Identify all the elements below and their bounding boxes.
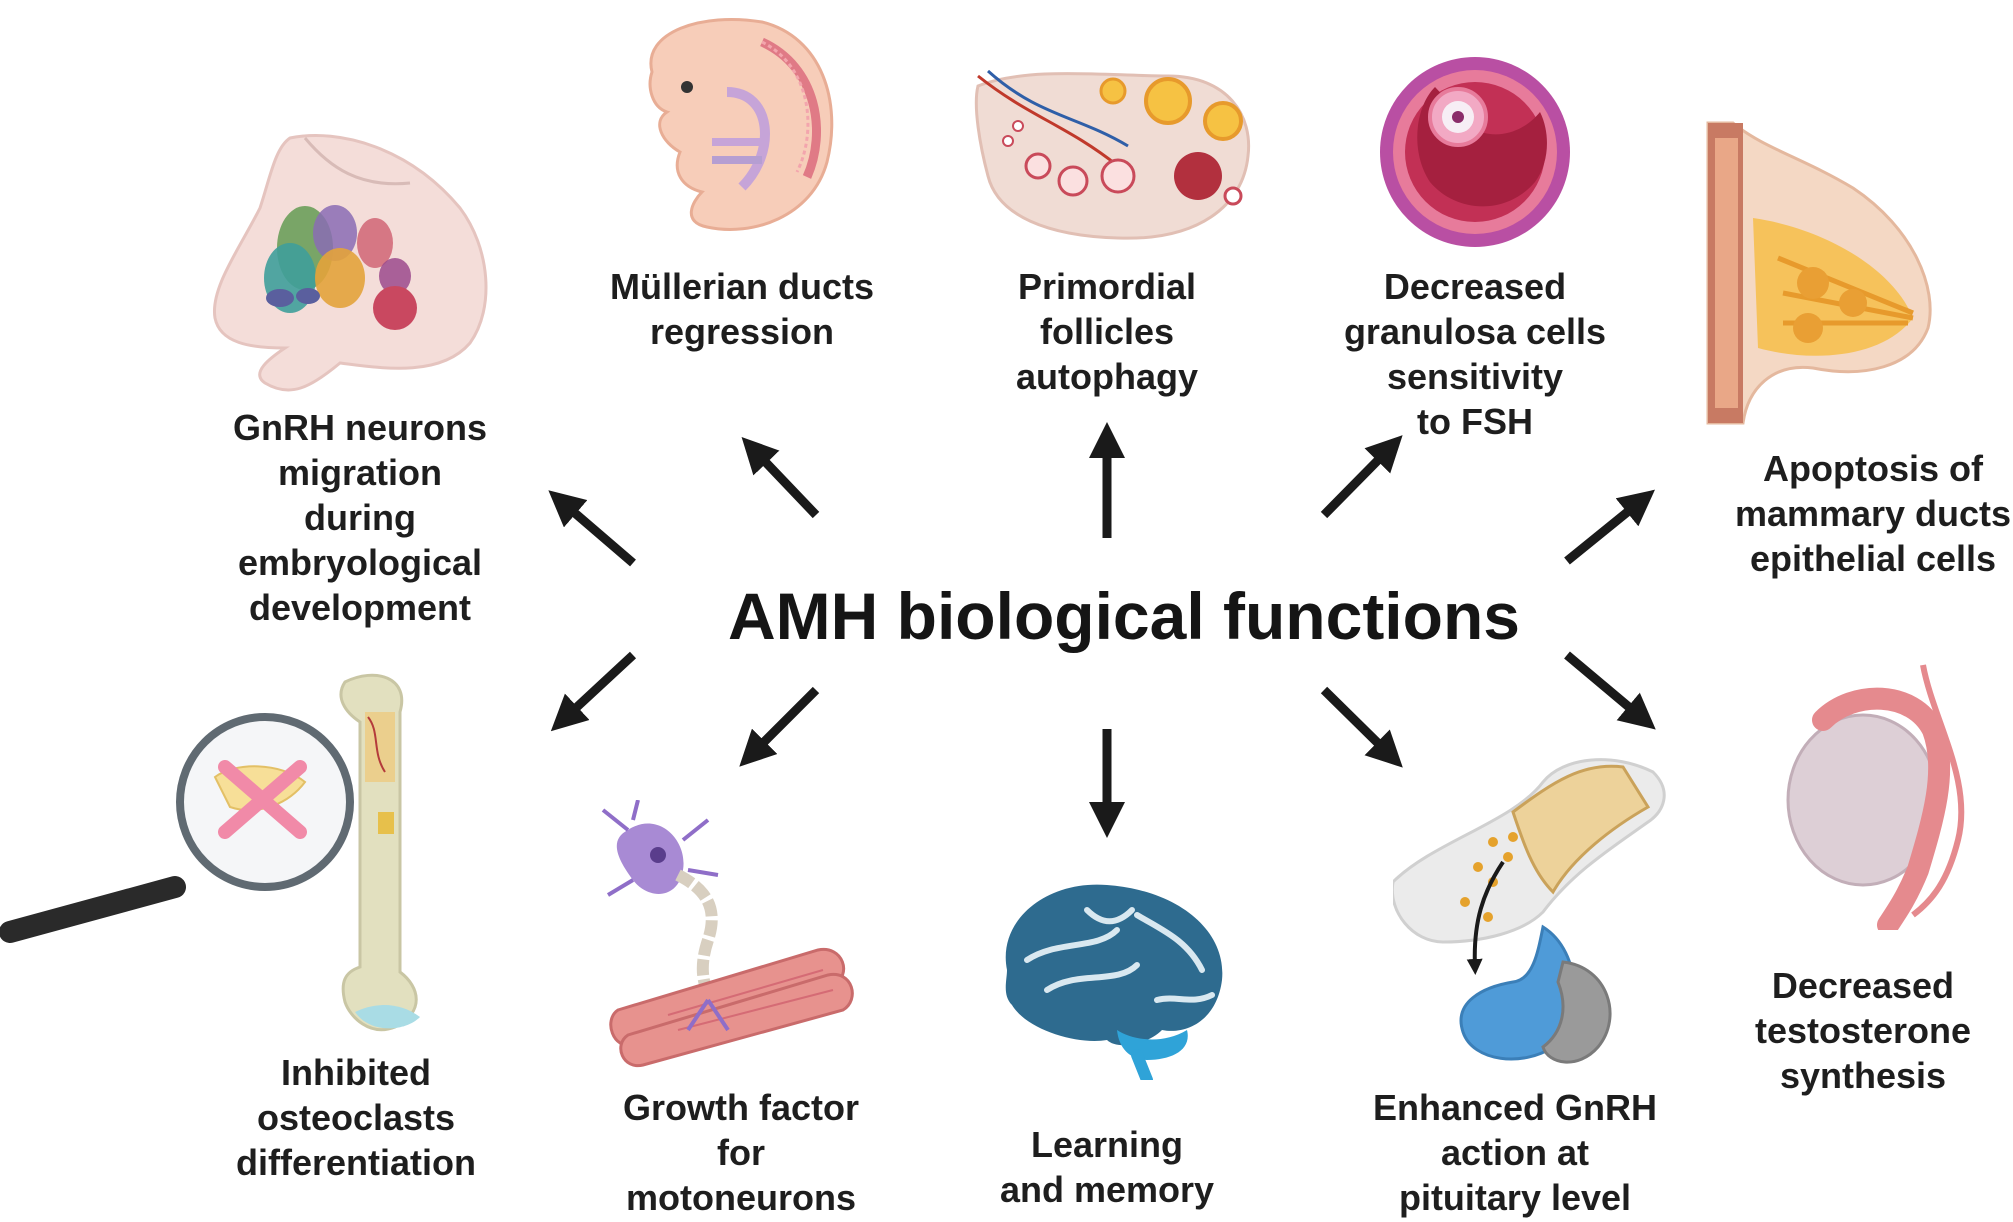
arrow-pituitary [1320, 686, 1403, 768]
ovary-icon [974, 69, 1251, 240]
arrow-osteoclast [550, 651, 637, 732]
label-granulosa: Decreased granulosa cells sensitivity to… [1343, 266, 1607, 442]
embryo-icon [648, 17, 834, 231]
arrow-testosterone [1564, 651, 1656, 730]
motor-neuron-icon [601, 800, 854, 1068]
arrow-granulosa [1320, 435, 1403, 519]
label-learning: Learning and memory [999, 1124, 1215, 1210]
label-osteoclast: Inhibited osteoclasts differentiation [236, 1052, 476, 1183]
hypothalamus-icon [212, 134, 488, 392]
label-pituitary: Enhanced GnRH action at pituitary level [1372, 1087, 1658, 1218]
arrow-gnrh-migration [548, 490, 636, 567]
label-motoneuron: Growth factor for motoneurons [622, 1087, 860, 1218]
label-mullerian: Müllerian ducts regression [609, 266, 875, 352]
label-mammary: Apoptosis of mammary ducts epithelial ce… [1734, 448, 2012, 579]
pituitary-icon [1393, 758, 1666, 1064]
follicle-icon [1380, 57, 1570, 247]
center-title: AMH biological functions [728, 579, 1520, 653]
breast-icon [1706, 121, 1932, 425]
label-testosterone: Decreased testosterone synthesis [1754, 965, 1972, 1096]
arrow-motoneuron [739, 686, 820, 767]
label-primordial: Primordial follicles autophagy [1015, 266, 1199, 397]
testis-icon [1786, 664, 1965, 930]
arrow-mammary [1564, 489, 1655, 565]
brain-icon [1005, 884, 1223, 1080]
label-gnrh-migration: GnRH neurons migration during embryologi… [232, 407, 488, 628]
arrow-mullerian [741, 436, 820, 519]
magnifier-bone-icon [0, 673, 420, 1032]
